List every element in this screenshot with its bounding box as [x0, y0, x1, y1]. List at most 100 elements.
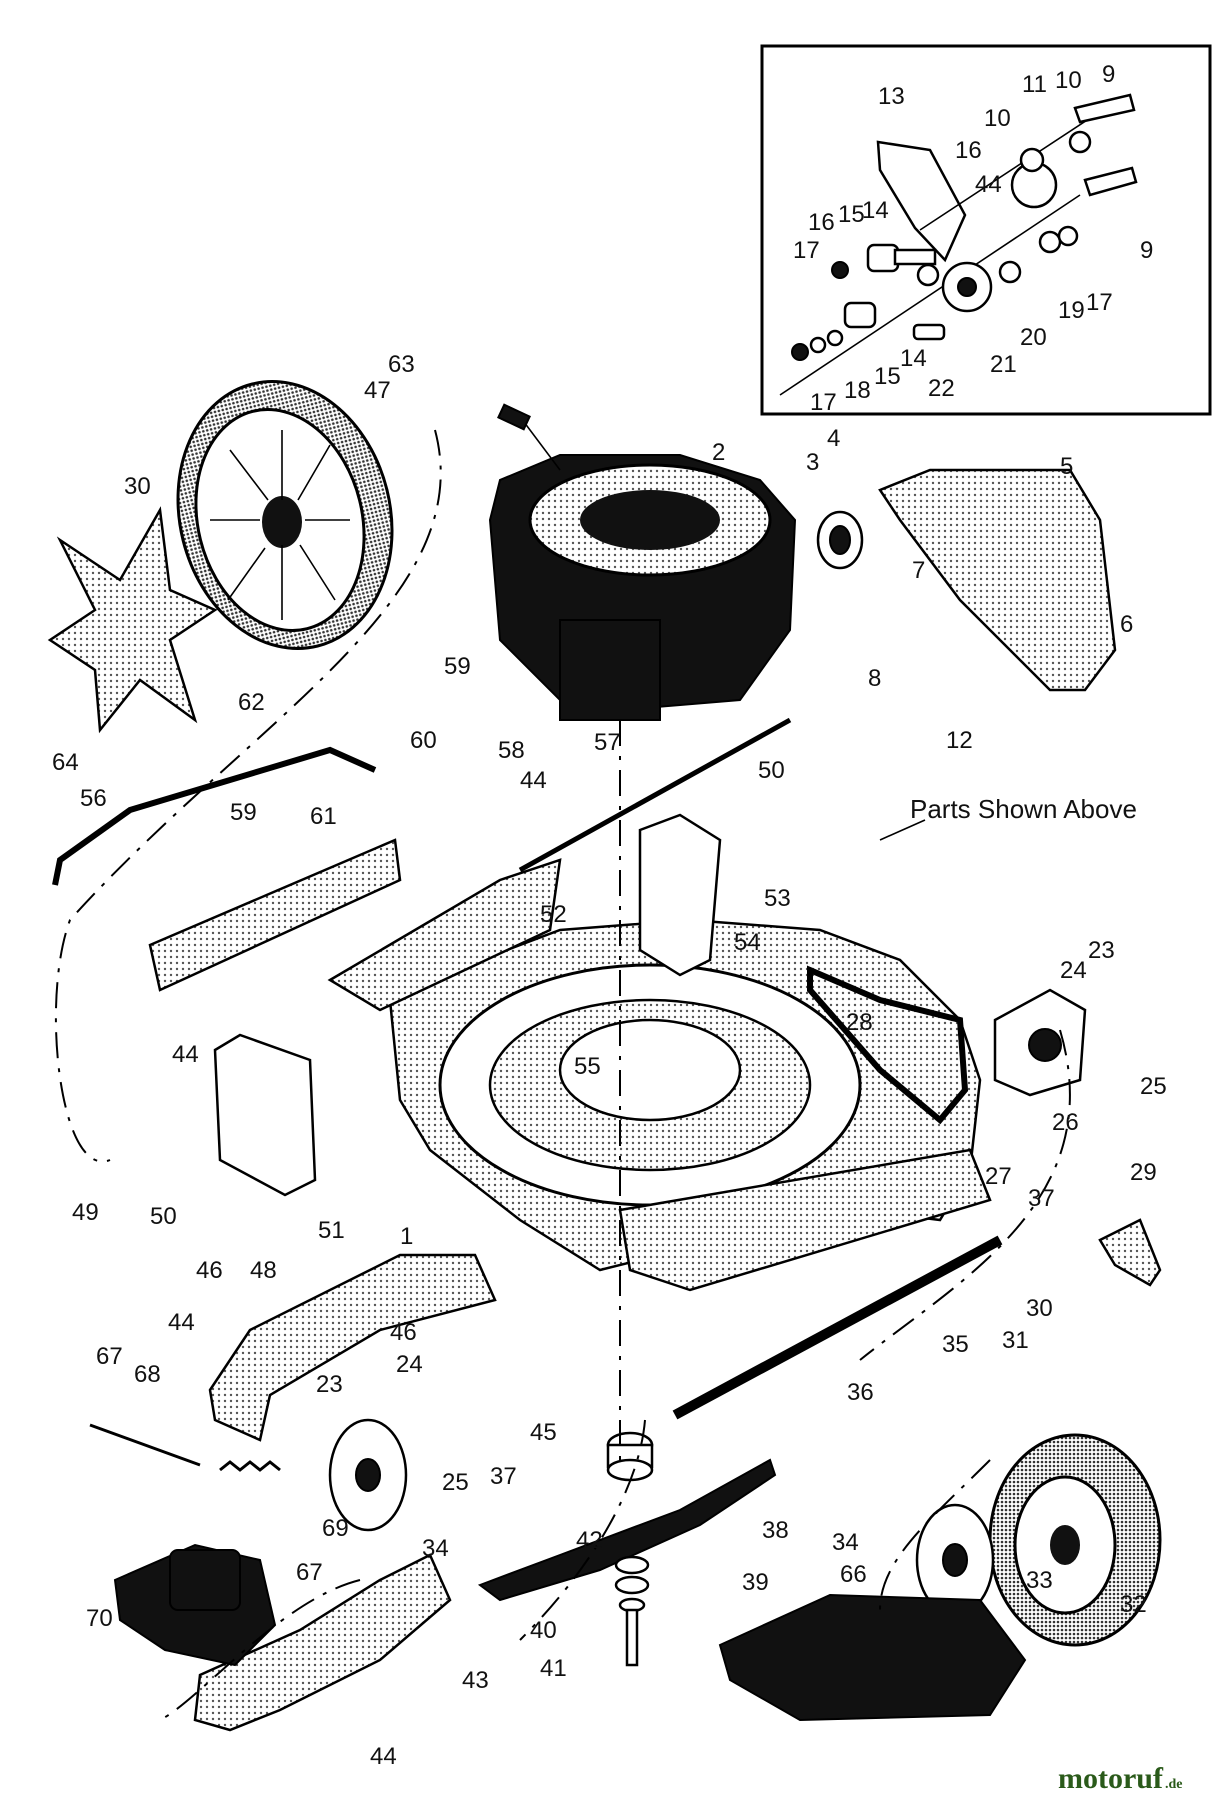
- part-label-p45: 45: [530, 1419, 557, 1446]
- part-label-p5: 5: [1060, 453, 1073, 480]
- part-label-p44a: 44: [520, 767, 547, 794]
- part-label-p58: 58: [498, 737, 525, 764]
- part-label-i9b: 9: [1140, 237, 1153, 264]
- part-label-p37a: 37: [1028, 1185, 1055, 1212]
- part-label-p31: 31: [1002, 1327, 1029, 1354]
- part-label-p67a: 67: [96, 1343, 123, 1370]
- part-label-p66: 66: [840, 1561, 867, 1588]
- part-label-p50a: 50: [758, 757, 785, 784]
- part-label-p26: 26: [1052, 1109, 1079, 1136]
- wheel-hub-34-left: [328, 1418, 408, 1532]
- height-adjuster-51: [213, 1033, 317, 1197]
- part-label-p1: 1: [400, 1223, 413, 1250]
- blade-38: [477, 1458, 777, 1602]
- part-label-p12: 12: [946, 727, 973, 754]
- belt-cover-5: [878, 468, 1117, 692]
- part-label-p24b: 24: [396, 1351, 423, 1378]
- part-label-p28: 28: [846, 1009, 873, 1036]
- inset-gear-drive-assembly: [779, 93, 1138, 396]
- part-label-p59a: 59: [444, 653, 471, 680]
- part-label-i16a: 16: [955, 137, 982, 164]
- handle-bar-56: [52, 746, 377, 886]
- part-label-p29: 29: [1130, 1159, 1157, 1186]
- part-label-p60: 60: [410, 727, 437, 754]
- part-label-p34a: 34: [422, 1535, 449, 1562]
- inset-frame: [760, 44, 1212, 416]
- parts-shown-above-callout: Parts Shown Above: [910, 794, 1137, 824]
- part-label-i9a: 9: [1102, 61, 1115, 88]
- part-label-p24a: 24: [1060, 957, 1087, 984]
- part-label-p46a: 46: [196, 1257, 223, 1284]
- rear-deflector-70: [113, 1543, 277, 1667]
- part-label-i19: 19: [1058, 297, 1085, 324]
- part-label-p44b: 44: [172, 1041, 199, 1068]
- part-label-p46b: 46: [390, 1319, 417, 1346]
- blade-bolt-set: [614, 1555, 650, 1667]
- callout-arrow: [879, 819, 926, 841]
- rear-wheel-62: [176, 380, 394, 650]
- engine-2: [488, 403, 797, 721]
- drive-belt-28: [807, 965, 969, 1125]
- part-label-i11: 11: [1022, 71, 1047, 98]
- part-label-p52: 52: [540, 901, 567, 928]
- part-label-p6: 6: [1120, 611, 1133, 638]
- rear-shield-58: [327, 858, 562, 1012]
- part-label-p25a: 25: [1140, 1073, 1167, 1100]
- side-flap-48: [208, 1253, 497, 1442]
- part-label-i17b: 17: [1086, 289, 1113, 316]
- part-label-p70: 70: [86, 1605, 113, 1632]
- watermark-text: motoruf: [1058, 1762, 1164, 1795]
- part-label-p48: 48: [250, 1257, 277, 1284]
- part-label-p51: 51: [318, 1217, 345, 1244]
- part-label-p57: 57: [594, 729, 621, 756]
- part-label-p3: 3: [806, 449, 819, 476]
- part-label-i44: 44: [975, 171, 1002, 198]
- part-label-p23b: 23: [316, 1371, 343, 1398]
- part-label-p43: 43: [462, 1667, 489, 1694]
- part-label-p44d: 44: [370, 1743, 397, 1770]
- part-label-i14a: 14: [862, 197, 889, 224]
- part-label-i17c: 17: [810, 389, 837, 416]
- part-label-i15b: 15: [874, 363, 901, 390]
- part-label-p63: 63: [388, 351, 415, 378]
- part-label-p34b: 34: [832, 1529, 859, 1556]
- part-label-p49: 49: [72, 1199, 99, 1226]
- part-label-p4: 4: [827, 425, 840, 452]
- part-label-p36: 36: [847, 1379, 874, 1406]
- watermark-suffix: .de: [1165, 1777, 1183, 1792]
- part-label-p30a: 30: [124, 473, 151, 500]
- part-label-p68: 68: [134, 1361, 161, 1388]
- part-label-i16b: 16: [808, 209, 835, 236]
- part-label-p47: 47: [364, 377, 391, 404]
- leader-line-right: [859, 1029, 1071, 1361]
- part-label-p2: 2: [712, 439, 725, 466]
- part-label-p40: 40: [530, 1617, 557, 1644]
- leader-line-front: [879, 1459, 991, 1611]
- mower-deck-1: [388, 918, 992, 1292]
- watermark: motoruf.de: [1058, 1762, 1182, 1795]
- side-flap-43: [193, 1553, 452, 1732]
- height-adjuster-54: [638, 813, 722, 977]
- part-label-p35: 35: [942, 1331, 969, 1358]
- pulley-3: [816, 510, 864, 570]
- part-label-p69: 69: [322, 1515, 349, 1542]
- part-label-p30b: 30: [1026, 1295, 1053, 1322]
- part-label-p61: 61: [310, 803, 337, 830]
- part-label-p38: 38: [762, 1517, 789, 1544]
- part-label-i20: 20: [1020, 324, 1047, 351]
- part-label-p8: 8: [868, 665, 881, 692]
- part-label-i17a: 17: [793, 237, 820, 264]
- front-axle-36: [672, 1235, 1003, 1420]
- part-label-p25b: 25: [442, 1469, 469, 1496]
- part-label-p41: 41: [540, 1655, 567, 1682]
- part-label-i22: 22: [928, 375, 955, 402]
- spindle-adapter-42: [606, 1431, 654, 1482]
- part-label-p42: 42: [576, 1527, 603, 1554]
- part-label-i21: 21: [990, 351, 1017, 378]
- part-label-p67b: 67: [296, 1559, 323, 1586]
- part-label-p44c: 44: [168, 1309, 195, 1336]
- part-label-p64: 64: [52, 749, 79, 776]
- axle-57: [518, 717, 792, 873]
